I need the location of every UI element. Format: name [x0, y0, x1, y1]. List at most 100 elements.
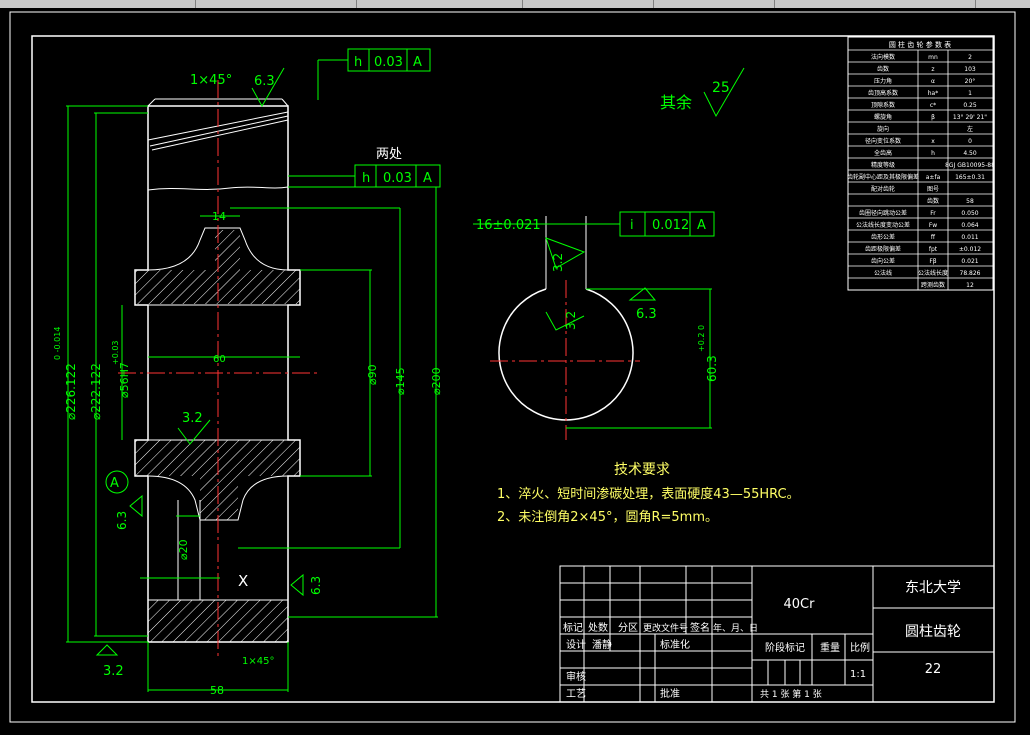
tol-h-symbol-top: h [354, 55, 362, 70]
standardize-label: 标准化 [660, 638, 690, 651]
dim-58-label: 58 [210, 684, 224, 697]
scale-label: 比例 [850, 641, 870, 654]
two-places-label: 两处 [376, 147, 402, 162]
drawing-frame [31, 35, 995, 703]
param-cell-7-2: 0 [968, 138, 972, 145]
chamfer-top-label: 1×45° [190, 73, 232, 88]
param-cell-17-0: 齿向公差 [871, 257, 895, 265]
toolbar-segment[interactable] [0, 0, 196, 8]
param-cell-3-1: ha* [928, 90, 938, 97]
tol-h-symbol-mid: h [362, 171, 370, 186]
param-cell-1-2: 103 [964, 66, 976, 73]
param-cell-4-2: 0.25 [963, 102, 977, 109]
param-cell-15-0: 齿形公差 [871, 233, 895, 241]
design-label: 设计 [566, 638, 586, 651]
tol-i-symbol: i [630, 218, 634, 233]
param-cell-17-2: 0.021 [961, 258, 978, 265]
datum-A-label: A [110, 476, 119, 491]
datum-A-circle [105, 470, 129, 494]
material-label: 40Cr [784, 597, 816, 612]
param-cell-13-0: 齿圈径向跳动公差 [859, 209, 907, 217]
param-cell-0-2: 2 [968, 54, 972, 61]
tol-datum-mid: A [423, 171, 432, 186]
sheet-info: 共 1 张 第 1 张 [760, 688, 822, 700]
keyway-depth-tolerance: +0.2 0 [697, 325, 706, 352]
param-cell-3-0: 齿顶高系数 [868, 89, 898, 97]
tol-i-datum: A [697, 218, 706, 233]
toolbar-segment[interactable] [654, 0, 775, 8]
param-cell-3-2: 1 [968, 90, 972, 97]
param-cell-11-1: 图号 [927, 186, 939, 193]
keyway-section-view [473, 211, 715, 440]
gear-section-view [118, 80, 318, 660]
param-cell-13-1: Fr [930, 210, 936, 217]
dim-200-label: ⌀200 [430, 367, 443, 395]
param-cell-8-1: h [931, 150, 935, 157]
school-name: 东北大学 [905, 580, 961, 596]
param-cell-18-1: 公法线长度 [918, 269, 948, 277]
dim-226-tolerance: 0 -0.014 [53, 327, 62, 360]
param-table-title: 圆 柱 齿 轮 参 数 表 [889, 40, 951, 49]
toolbar-segment[interactable] [775, 0, 976, 8]
keyway-depth-label: 60.3 [705, 355, 719, 382]
param-cell-8-2: 4.50 [963, 150, 977, 157]
param-cell-16-1: fpt [929, 246, 938, 253]
param-cell-14-0: 公法线长度变动公差 [856, 221, 910, 229]
drawing-number: 22 [925, 662, 942, 677]
param-cell-11-0: 配对齿轮 [871, 185, 895, 193]
param-cell-16-2: ±0.012 [959, 246, 981, 253]
param-cell-0-1: mn [928, 54, 938, 61]
tech-requirements-title: 技术要求 [614, 462, 670, 478]
header-doc: 更改文件号 [643, 622, 688, 634]
param-cell-2-0: 压力角 [874, 77, 892, 85]
dim-145-label: ⌀145 [394, 367, 407, 395]
tech-requirement-1: 1、淬火、短时间渗碳处理，表面硬度43—55HRC。 [497, 486, 800, 502]
section-mark-x: X [238, 572, 248, 590]
roughness-6-3-right: 6.3 [309, 576, 323, 595]
stage-mark-label: 阶段标记 [765, 641, 805, 654]
param-cell-19-1: 跨测齿数 [921, 281, 945, 289]
cad-drawing-canvas[interactable]: 1×45° 6.3 两处 h 0.03 A h 0.03 A 14 60 3.2… [0, 8, 1030, 735]
param-cell-6-2: 左 [967, 125, 973, 133]
param-cell-19-2: 12 [966, 282, 974, 289]
outer-border [9, 11, 1016, 723]
header-count: 处数 [588, 621, 608, 634]
gear-dimensions [66, 105, 438, 692]
param-cell-7-0: 径向变位系数 [865, 137, 901, 145]
tech-requirement-2: 2、未注倒角2×45°，圆角R=5mm。 [497, 510, 718, 525]
param-cell-10-2: 165±0.31 [955, 174, 985, 181]
dim-60-label: 60 [213, 354, 226, 365]
param-cell-9-2: 8GJ GB10095-88 [945, 162, 995, 169]
roughness-symbols [95, 67, 745, 656]
process-label: 工艺 [566, 688, 586, 700]
dim-222-label: ⌀222.122 [89, 363, 103, 420]
param-cell-5-1: β [931, 114, 935, 121]
param-cell-18-2: 78.826 [960, 270, 981, 277]
roughness-3-2-keyway-side: 3.2 [564, 311, 578, 330]
dim-20-label: ⌀20 [177, 539, 190, 560]
toolbar-segment[interactable] [196, 0, 357, 8]
tol-i-value: 0.012 [652, 218, 689, 233]
param-cell-16-0: 齿距极限偏差 [865, 245, 901, 253]
toolbar-segment[interactable] [523, 0, 654, 8]
scale-value: 1:1 [850, 669, 866, 680]
param-cell-13-2: 0.050 [961, 210, 978, 217]
toolbar-segment[interactable] [357, 0, 523, 8]
param-cell-0-0: 法向模数 [871, 53, 895, 61]
param-cell-4-0: 顶隙系数 [871, 101, 895, 109]
chamfer-bottom-label: 1×45° [242, 656, 274, 667]
param-cell-18-0: 公法线 [874, 269, 892, 277]
param-cell-1-0: 齿数 [877, 65, 889, 73]
param-cell-15-2: 0.011 [961, 234, 978, 241]
param-cell-10-0: 齿轮副中心距及其极限偏差 [847, 173, 919, 181]
approve-label: 批准 [660, 687, 680, 700]
tol-h-value-top: 0.03 [374, 55, 403, 70]
tolerance-frame-top [317, 48, 431, 100]
roughness-3-2-mid: 3.2 [182, 411, 203, 426]
param-cell-14-1: Fw [929, 222, 937, 229]
param-cell-5-0: 螺旋角 [874, 113, 892, 121]
dim-56H7-label: ⌀56H7 [118, 362, 131, 398]
dim-226-label: ⌀226.122 [64, 363, 78, 420]
remaining-roughness-value: 25 [712, 80, 730, 96]
